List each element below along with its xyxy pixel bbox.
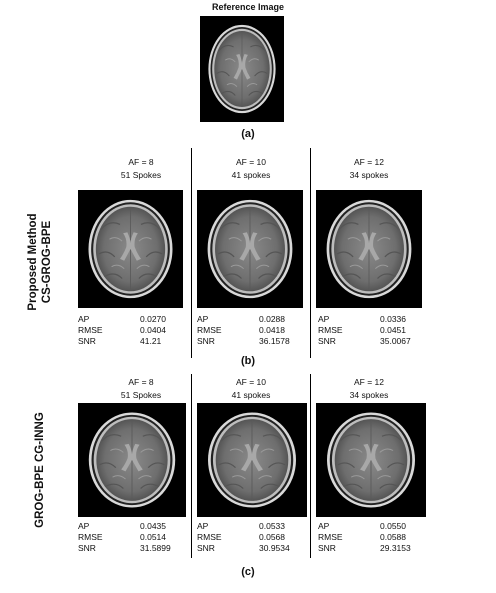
- metric-row-snr: SNR 30.9534: [197, 543, 290, 554]
- panel-c-col3-header: AF = 12 34 spokes: [314, 376, 424, 402]
- metric-value: 0.0588: [380, 532, 406, 542]
- panel-b-side-label-line2: CS-GROG-BPE: [41, 220, 53, 304]
- metric-value: 29.3153: [380, 543, 411, 553]
- metric-key: RMSE: [197, 325, 222, 335]
- reference-mri-image: [200, 16, 284, 122]
- af-label: AF = 12: [353, 157, 384, 167]
- panel-c-mri-af10: [197, 403, 307, 517]
- metric-value: 31.5899: [140, 543, 171, 553]
- metric-key: AP: [78, 521, 90, 531]
- metric-row-rmse: RMSE 0.0418: [197, 325, 290, 336]
- panel-c-divider-2: [310, 374, 311, 558]
- metric-row-ap: AP 0.0550: [318, 521, 411, 532]
- metric-value: 0.0270: [140, 314, 166, 324]
- spokes-label: 51 Spokes: [120, 170, 162, 180]
- metric-key: AP: [197, 521, 209, 531]
- metric-key: SNR: [197, 336, 215, 346]
- metric-row-snr: SNR 36.1578: [197, 336, 290, 347]
- panel-b-col1-metrics: AP 0.0270 RMSE 0.0404 SNR 41.21: [78, 314, 166, 347]
- metric-row-rmse: RMSE 0.0514: [78, 532, 171, 543]
- metric-value: 0.0568: [259, 532, 285, 542]
- panel-c-divider-1: [191, 374, 192, 558]
- metric-value: 0.0336: [380, 314, 406, 324]
- panel-b-mri-af8: [78, 190, 183, 308]
- metric-value: 30.9534: [259, 543, 290, 553]
- metric-row-rmse: RMSE 0.0451: [318, 325, 411, 336]
- metric-key: SNR: [318, 543, 336, 553]
- panel-c-mri-af8: [78, 403, 186, 517]
- spokes-label: 41 spokes: [231, 390, 271, 400]
- panel-c-col1-header: AF = 8 51 Spokes: [88, 376, 194, 402]
- panel-c-side-label: GROG-BPE CG-INNG: [33, 405, 47, 535]
- panel-b-mri-af12: [316, 190, 422, 308]
- metric-key: RMSE: [78, 532, 103, 542]
- metric-key: AP: [78, 314, 90, 324]
- metric-row-rmse: RMSE 0.0404: [78, 325, 166, 336]
- metric-key: AP: [318, 314, 330, 324]
- metric-key: AP: [197, 314, 209, 324]
- metric-key: AP: [318, 521, 330, 531]
- metric-key: SNR: [318, 336, 336, 346]
- af-label: AF = 10: [235, 157, 266, 167]
- metric-row-ap: AP 0.0288: [197, 314, 290, 325]
- metric-value: 0.0451: [380, 325, 406, 335]
- spokes-label: 51 Spokes: [120, 390, 162, 400]
- metric-key: RMSE: [318, 532, 343, 542]
- metric-value: 0.0418: [259, 325, 285, 335]
- spokes-label: 41 spokes: [231, 170, 271, 180]
- panel-b-side-label-line1: Proposed Method: [27, 213, 39, 311]
- metric-value: 0.0514: [140, 532, 166, 542]
- metric-key: SNR: [78, 336, 96, 346]
- panel-b-col3-header: AF = 12 34 spokes: [314, 156, 424, 182]
- metric-value: 0.0435: [140, 521, 166, 531]
- panel-b-col3-metrics: AP 0.0336 RMSE 0.0451 SNR 35.0067: [318, 314, 411, 347]
- metric-key: RMSE: [78, 325, 103, 335]
- metric-value: 36.1578: [259, 336, 290, 346]
- metric-row-snr: SNR 41.21: [78, 336, 166, 347]
- panel-c-side-label-line1: GROG-BPE CG-INNG: [34, 412, 46, 528]
- reference-title: Reference Image: [211, 2, 285, 12]
- metric-row-ap: AP 0.0336: [318, 314, 411, 325]
- metric-value: 0.0404: [140, 325, 166, 335]
- metric-key: RMSE: [197, 532, 222, 542]
- metric-row-rmse: RMSE 0.0568: [197, 532, 290, 543]
- metric-row-ap: AP 0.0435: [78, 521, 171, 532]
- af-label: AF = 8: [128, 157, 154, 167]
- metric-key: RMSE: [318, 325, 343, 335]
- panel-b-col2-header: AF = 10 41 spokes: [195, 156, 307, 182]
- metric-row-snr: SNR 29.3153: [318, 543, 411, 554]
- panel-b-divider-2: [310, 148, 311, 358]
- panel-c-col2-header: AF = 10 41 spokes: [195, 376, 307, 402]
- panel-c-col2-metrics: AP 0.0533 RMSE 0.0568 SNR 30.9534: [197, 521, 290, 554]
- metric-row-ap: AP 0.0270: [78, 314, 166, 325]
- metric-row-rmse: RMSE 0.0588: [318, 532, 411, 543]
- af-label: AF = 12: [353, 377, 384, 387]
- metric-value: 0.0550: [380, 521, 406, 531]
- metric-key: SNR: [78, 543, 96, 553]
- panel-b-divider-1: [191, 148, 192, 358]
- panel-b-label: (b): [240, 355, 256, 367]
- spokes-label: 34 spokes: [349, 390, 389, 400]
- metric-value: 0.0533: [259, 521, 285, 531]
- panel-b-mri-af10: [197, 190, 303, 308]
- af-label: AF = 8: [128, 377, 154, 387]
- metric-value: 41.21: [140, 336, 162, 346]
- panel-b-col2-metrics: AP 0.0288 RMSE 0.0418 SNR 36.1578: [197, 314, 290, 347]
- metric-value: 35.0067: [380, 336, 411, 346]
- panel-c-col1-metrics: AP 0.0435 RMSE 0.0514 SNR 31.5899: [78, 521, 171, 554]
- panel-c-mri-af12: [316, 403, 426, 517]
- panel-b-col1-header: AF = 8 51 Spokes: [88, 156, 194, 182]
- metric-row-ap: AP 0.0533: [197, 521, 290, 532]
- spokes-label: 34 spokes: [349, 170, 389, 180]
- panel-b-side-label: Proposed Method CS-GROG-BPE: [26, 202, 54, 322]
- metric-row-snr: SNR 35.0067: [318, 336, 411, 347]
- metric-row-snr: SNR 31.5899: [78, 543, 171, 554]
- metric-value: 0.0288: [259, 314, 285, 324]
- panel-c-col3-metrics: AP 0.0550 RMSE 0.0588 SNR 29.3153: [318, 521, 411, 554]
- panel-a-label: (a): [241, 128, 255, 140]
- panel-c-label: (c): [241, 566, 255, 578]
- af-label: AF = 10: [235, 377, 266, 387]
- metric-key: SNR: [197, 543, 215, 553]
